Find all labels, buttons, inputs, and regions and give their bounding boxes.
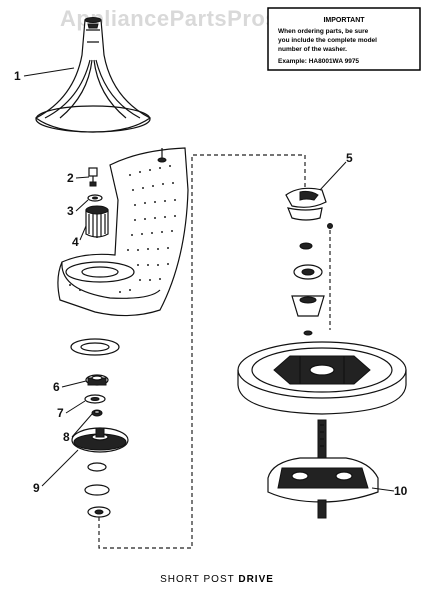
important-note-box: IMPORTANT When ordering parts, be sure y… bbox=[267, 7, 421, 71]
part-9-hub bbox=[71, 427, 129, 453]
callout-1: 1 bbox=[14, 69, 21, 83]
callout-6: 6 bbox=[53, 380, 60, 394]
wash-tub bbox=[57, 147, 189, 317]
callout-8: 8 bbox=[63, 430, 70, 444]
callout-3: 3 bbox=[67, 204, 74, 218]
part-8-washer bbox=[91, 409, 103, 417]
callout-10: 10 bbox=[394, 484, 408, 498]
part-3-washer bbox=[87, 194, 103, 202]
tub-clip bbox=[157, 148, 167, 163]
callout-9: 9 bbox=[33, 481, 40, 495]
leader-lines bbox=[23, 67, 395, 492]
tub-seal-gasket bbox=[70, 338, 120, 356]
part-6-nut bbox=[85, 374, 109, 386]
callout-numbers: 1 2 3 4 5 6 7 8 9 10 bbox=[14, 69, 408, 498]
caption-prefix: SHORT POST bbox=[160, 574, 238, 585]
note-line-1: When ordering parts, be sure bbox=[278, 28, 369, 35]
lower-seal-rings bbox=[84, 462, 111, 518]
note-title: IMPORTANT bbox=[323, 17, 365, 24]
part-2-bolt bbox=[88, 167, 98, 187]
assembly-dashed-line bbox=[98, 154, 306, 549]
part-1-agitator bbox=[34, 17, 152, 133]
part-10-transmission bbox=[267, 419, 379, 519]
part-5-drive-block bbox=[285, 187, 333, 229]
diagram-caption: SHORT POST DRIVE bbox=[160, 574, 274, 585]
part-4-coupling bbox=[85, 205, 109, 238]
drive-pulley bbox=[237, 341, 407, 415]
callout-4: 4 bbox=[72, 235, 79, 249]
caption-bold: DRIVE bbox=[238, 574, 274, 585]
right-stack-parts bbox=[291, 242, 325, 336]
note-line-3: number of the washer. bbox=[278, 46, 347, 53]
callout-5: 5 bbox=[346, 151, 353, 165]
note-line-2: you include the complete model bbox=[278, 37, 377, 44]
callout-7: 7 bbox=[57, 406, 64, 420]
tub-perforations bbox=[69, 165, 176, 293]
note-line-4: Example: HA8001WA 9975 bbox=[278, 58, 359, 65]
callout-2: 2 bbox=[67, 171, 74, 185]
part-7-washer bbox=[84, 394, 106, 404]
